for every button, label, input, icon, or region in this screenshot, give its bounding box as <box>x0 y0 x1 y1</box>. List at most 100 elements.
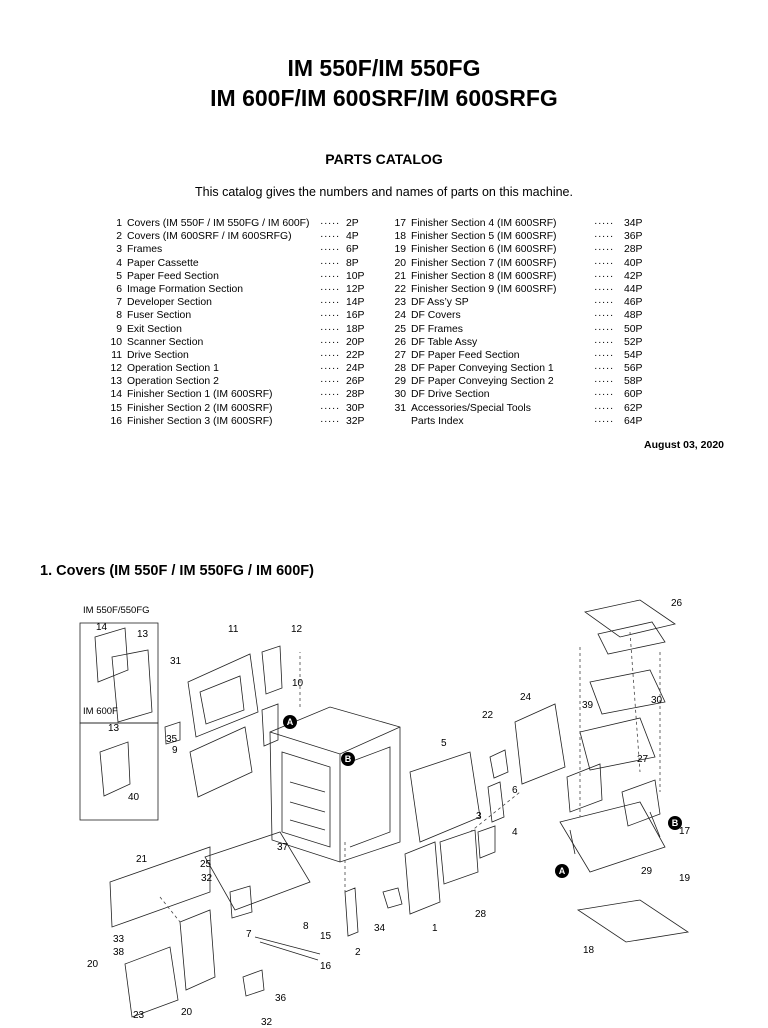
toc-leader-dots: ····· <box>320 270 340 282</box>
callout: 26 <box>671 598 683 609</box>
callout: 27 <box>637 754 649 765</box>
toc-entry-label: Finisher Section 6 (IM 600SRF) <box>411 244 557 256</box>
toc-leader-dots: ····· <box>594 323 614 335</box>
callout: 38 <box>113 947 125 958</box>
toc-entry-label: Drive Section <box>127 349 189 361</box>
toc-entry-number: 12 <box>110 363 122 375</box>
callout: 7 <box>246 929 252 940</box>
callout: 32 <box>261 1017 273 1028</box>
callout: 17 <box>679 826 691 837</box>
toc-entry-number: 25 <box>394 323 406 335</box>
toc-entry-label: Scanner Section <box>127 336 204 348</box>
toc-entry-label: Finisher Section 3 (IM 600SRF) <box>127 415 273 427</box>
toc-leader-dots: ····· <box>594 389 614 401</box>
callout: 32 <box>201 873 213 884</box>
toc-leader-dots: ····· <box>594 336 614 348</box>
callout: 20 <box>181 1007 193 1018</box>
toc-entry-number: 23 <box>394 297 406 309</box>
marker-a-icon: A <box>555 864 569 878</box>
toc-entry-label: Finisher Section 1 (IM 600SRF) <box>127 389 273 401</box>
callout: 37 <box>277 842 289 853</box>
toc-entry-page: 52P <box>624 336 643 348</box>
toc-entry-page: 22P <box>346 349 365 361</box>
callout: 20 <box>87 959 99 970</box>
toc-entry-page: 40P <box>624 257 643 269</box>
toc-entry-label: DF Ass’y SP <box>411 297 469 309</box>
toc-entry-label: DF Frames <box>411 323 463 335</box>
callout: 8 <box>303 921 309 932</box>
toc-leader-dots: ····· <box>594 218 614 229</box>
toc-entry-page: 20P <box>346 336 365 348</box>
toc-entry-number: 9 <box>116 323 122 335</box>
toc-leader-dots: ····· <box>320 257 340 269</box>
toc-entry-number: 16 <box>110 415 122 427</box>
toc-entry-label: Image Formation Section <box>127 283 244 295</box>
toc-entry-number: 4 <box>116 257 122 269</box>
toc-entry-page: 8P <box>346 257 359 269</box>
toc-leader-dots: ····· <box>320 363 340 375</box>
callout: 31 <box>170 656 182 667</box>
section-heading: 1. Covers (IM 550F / IM 550FG / IM 600F) <box>40 563 314 579</box>
callout: 22 <box>482 710 494 721</box>
toc-entry-label: Paper Feed Section <box>127 270 219 282</box>
toc-leader-dots: ····· <box>594 349 614 361</box>
toc-leader-dots: ····· <box>320 218 340 229</box>
toc-entry-number: 30 <box>394 389 406 401</box>
toc-leader-dots: ····· <box>320 389 340 401</box>
toc-entry-page: 48P <box>624 310 643 322</box>
toc-entry-label: Accessories/Special Tools <box>411 402 531 414</box>
callout: 15 <box>320 931 332 942</box>
callout: 19 <box>679 873 691 884</box>
toc-entry-number: 2 <box>116 231 122 243</box>
toc-entry-page: 56P <box>624 363 643 375</box>
toc-entry-label: DF Paper Conveying Section 2 <box>411 376 554 388</box>
toc-leader-dots: ····· <box>320 244 340 256</box>
toc-leader-dots: ····· <box>594 402 614 414</box>
callout: 10 <box>292 678 304 689</box>
toc-entry-page: 12P <box>346 283 365 295</box>
toc-entry-label: DF Table Assy <box>411 336 478 348</box>
toc-leader-dots: ····· <box>320 323 340 335</box>
toc-leader-dots: ····· <box>594 231 614 243</box>
toc-leader-dots: ····· <box>594 310 614 322</box>
toc-leader-dots: ····· <box>594 257 614 269</box>
callout: 11 <box>228 624 239 635</box>
toc-entry-page: 2P <box>346 218 359 229</box>
toc-entry-label: Finisher Section 2 (IM 600SRF) <box>127 402 273 414</box>
toc-leader-dots: ····· <box>594 376 614 388</box>
toc-entry-label: Paper Cassette <box>127 257 199 269</box>
toc-entry-page: 28P <box>346 389 365 401</box>
marker-b-icon: B <box>668 816 682 830</box>
callout: 24 <box>520 692 532 703</box>
toc-entry-page: 4P <box>346 231 359 243</box>
toc-entry-page: 64P <box>624 415 643 427</box>
toc-entry: Parts Index·····64P <box>392 415 652 428</box>
toc-leader-dots: ····· <box>320 297 340 309</box>
toc-entry-label: Fuser Section <box>127 310 192 322</box>
callout: 18 <box>583 945 595 956</box>
toc-leader-dots: ····· <box>594 270 614 282</box>
toc-entry-label: Finisher Section 9 (IM 600SRF) <box>411 283 557 295</box>
toc-leader-dots: ····· <box>594 244 614 256</box>
toc-entry-page: 18P <box>346 323 365 335</box>
callout: 16 <box>320 961 332 972</box>
toc-entry-number: 28 <box>394 363 406 375</box>
marker-b-icon: B <box>341 752 355 766</box>
